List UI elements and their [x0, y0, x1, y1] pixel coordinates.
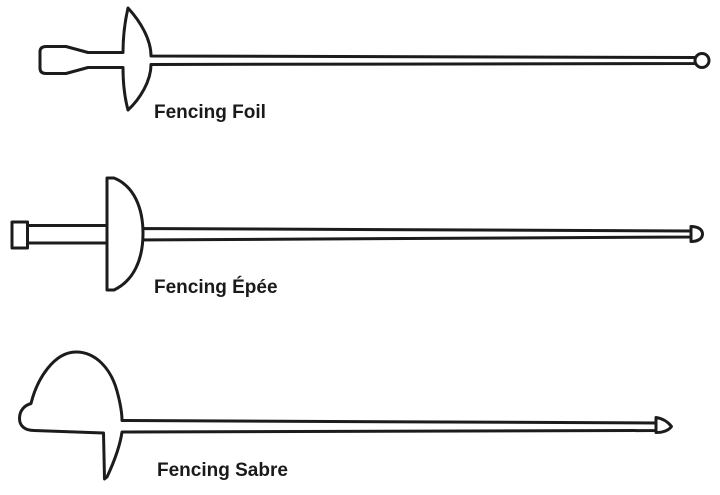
sabre-tip-point — [654, 416, 673, 434]
epee-tip-button — [689, 225, 704, 243]
label-fencing-foil: Fencing Foil — [154, 102, 266, 123]
foil-body-outline — [38, 6, 698, 112]
epee-pommel — [10, 220, 29, 250]
foil-tip-button — [693, 52, 711, 69]
label-fencing-epee: Fencing Épée — [154, 277, 278, 298]
epee-bell-guard — [105, 176, 145, 292]
foil-illustration — [38, 6, 711, 112]
epee-illustration — [10, 176, 704, 292]
epee-blade — [128, 227, 694, 242]
sabre-body-outline — [18, 350, 660, 481]
label-fencing-sabre: Fencing Sabre — [157, 460, 288, 481]
sabre-illustration — [18, 350, 673, 481]
epee-grip — [22, 224, 112, 245]
